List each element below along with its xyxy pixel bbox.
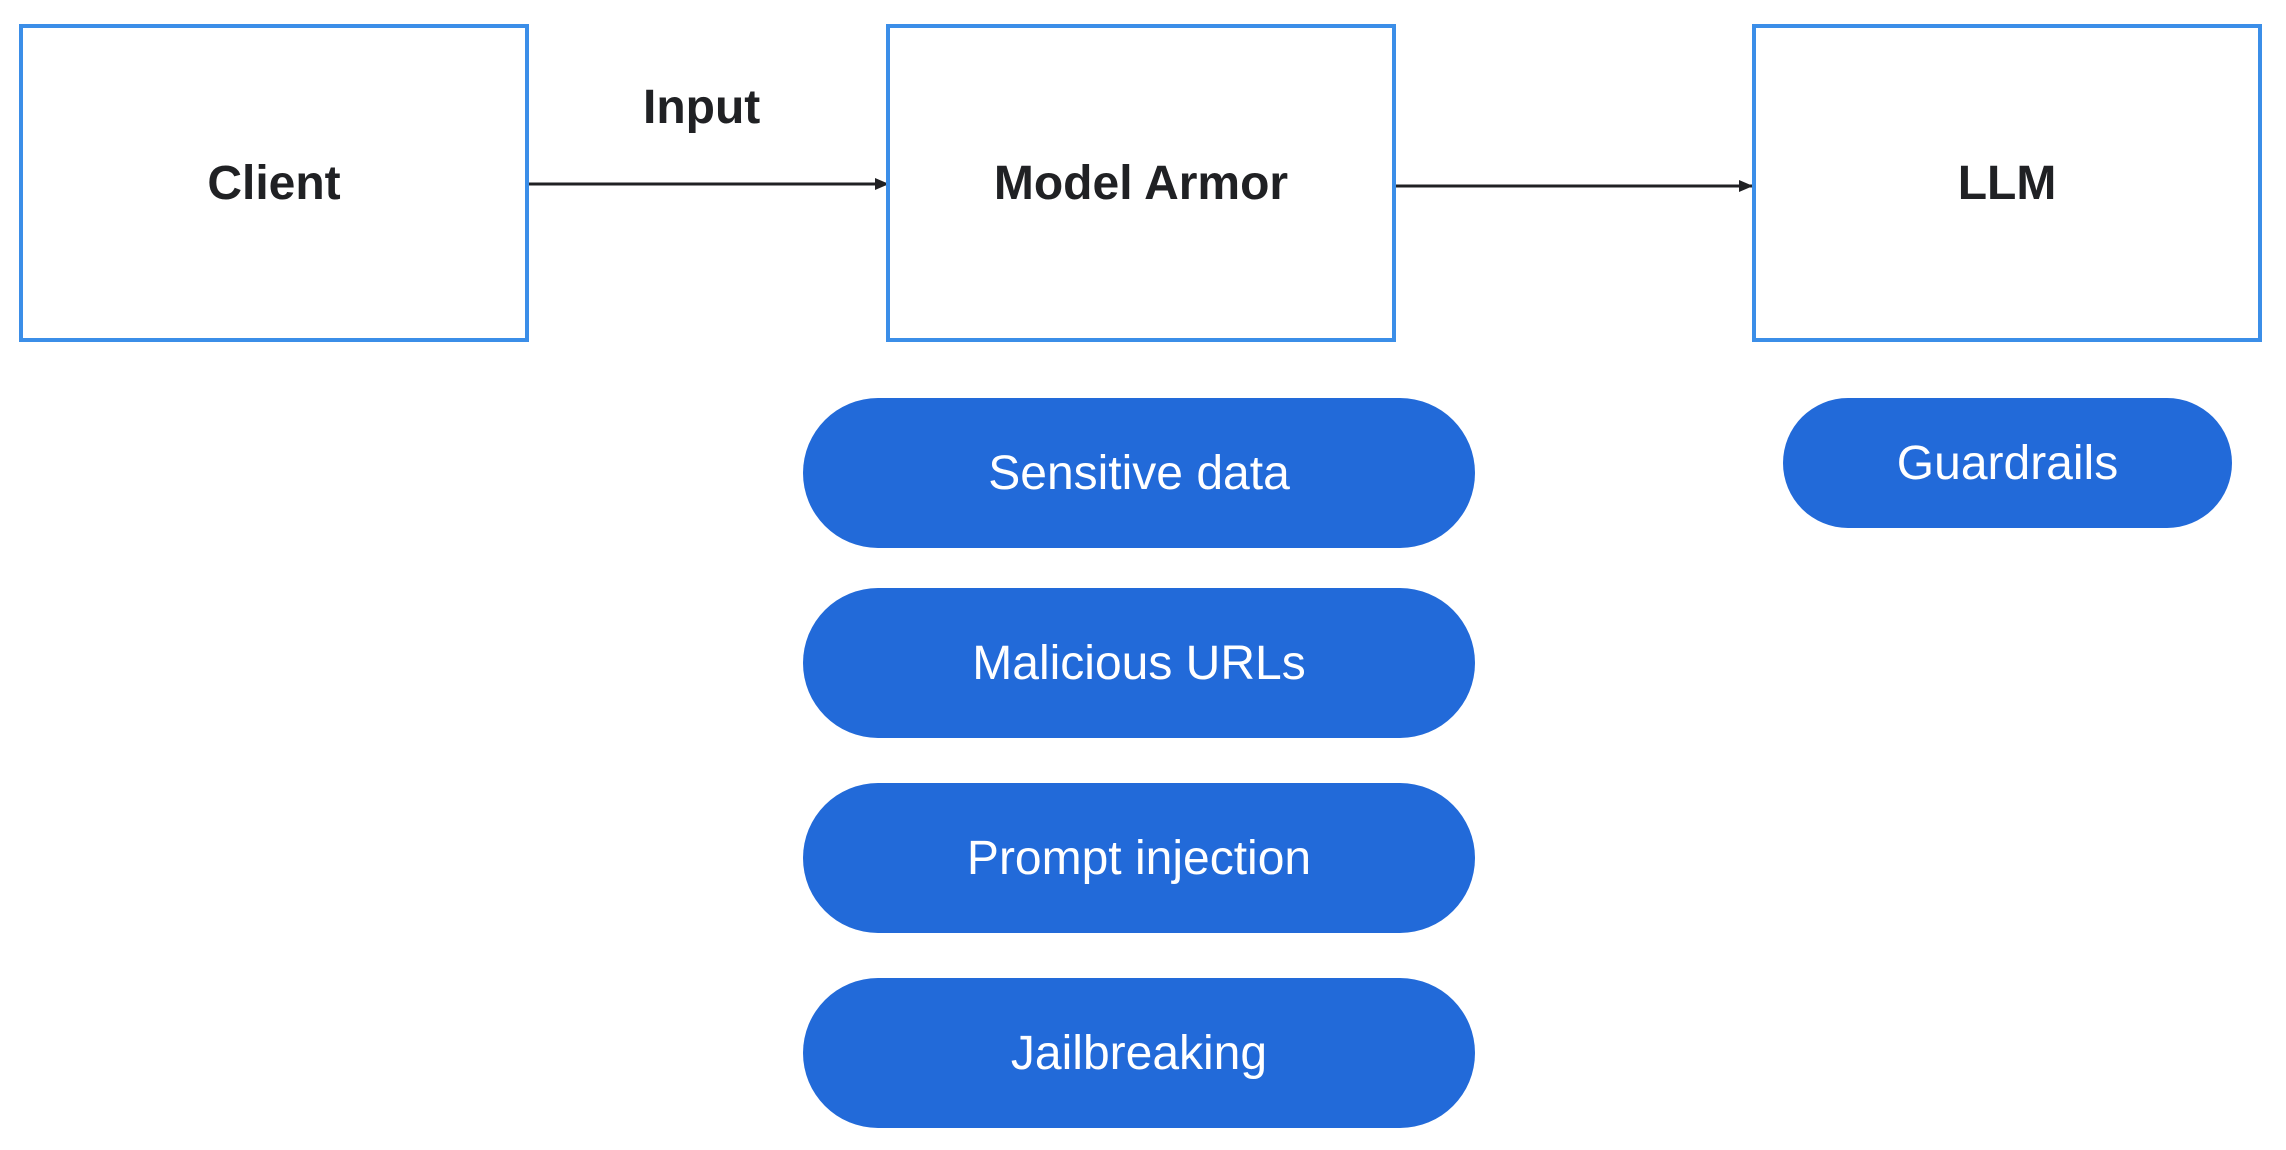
sensitive-data-pill: Sensitive data [803,398,1475,548]
jailbreaking-label: Jailbreaking [1010,1026,1268,1080]
prompt-injection-label: Prompt injection [966,831,1312,885]
jailbreaking-pill: Jailbreaking [803,978,1475,1128]
client-node-label: Client [207,156,341,210]
client-node: Client [19,24,529,342]
guardrails-pill: Guardrails [1783,398,2232,528]
malicious-urls-label: Malicious URLs [972,636,1306,690]
llm-node-label: LLM [1957,156,2057,210]
malicious-urls-pill: Malicious URLs [803,588,1475,738]
llm-node: LLM [1752,24,2262,342]
prompt-injection-pill: Prompt injection [803,783,1475,933]
model-armor-node: Model Armor [886,24,1396,342]
model-armor-node-label: Model Armor [993,156,1289,210]
input-edge-label: Input [643,81,761,134]
sensitive-data-label: Sensitive data [988,446,1290,500]
guardrails-label: Guardrails [1896,436,2119,490]
